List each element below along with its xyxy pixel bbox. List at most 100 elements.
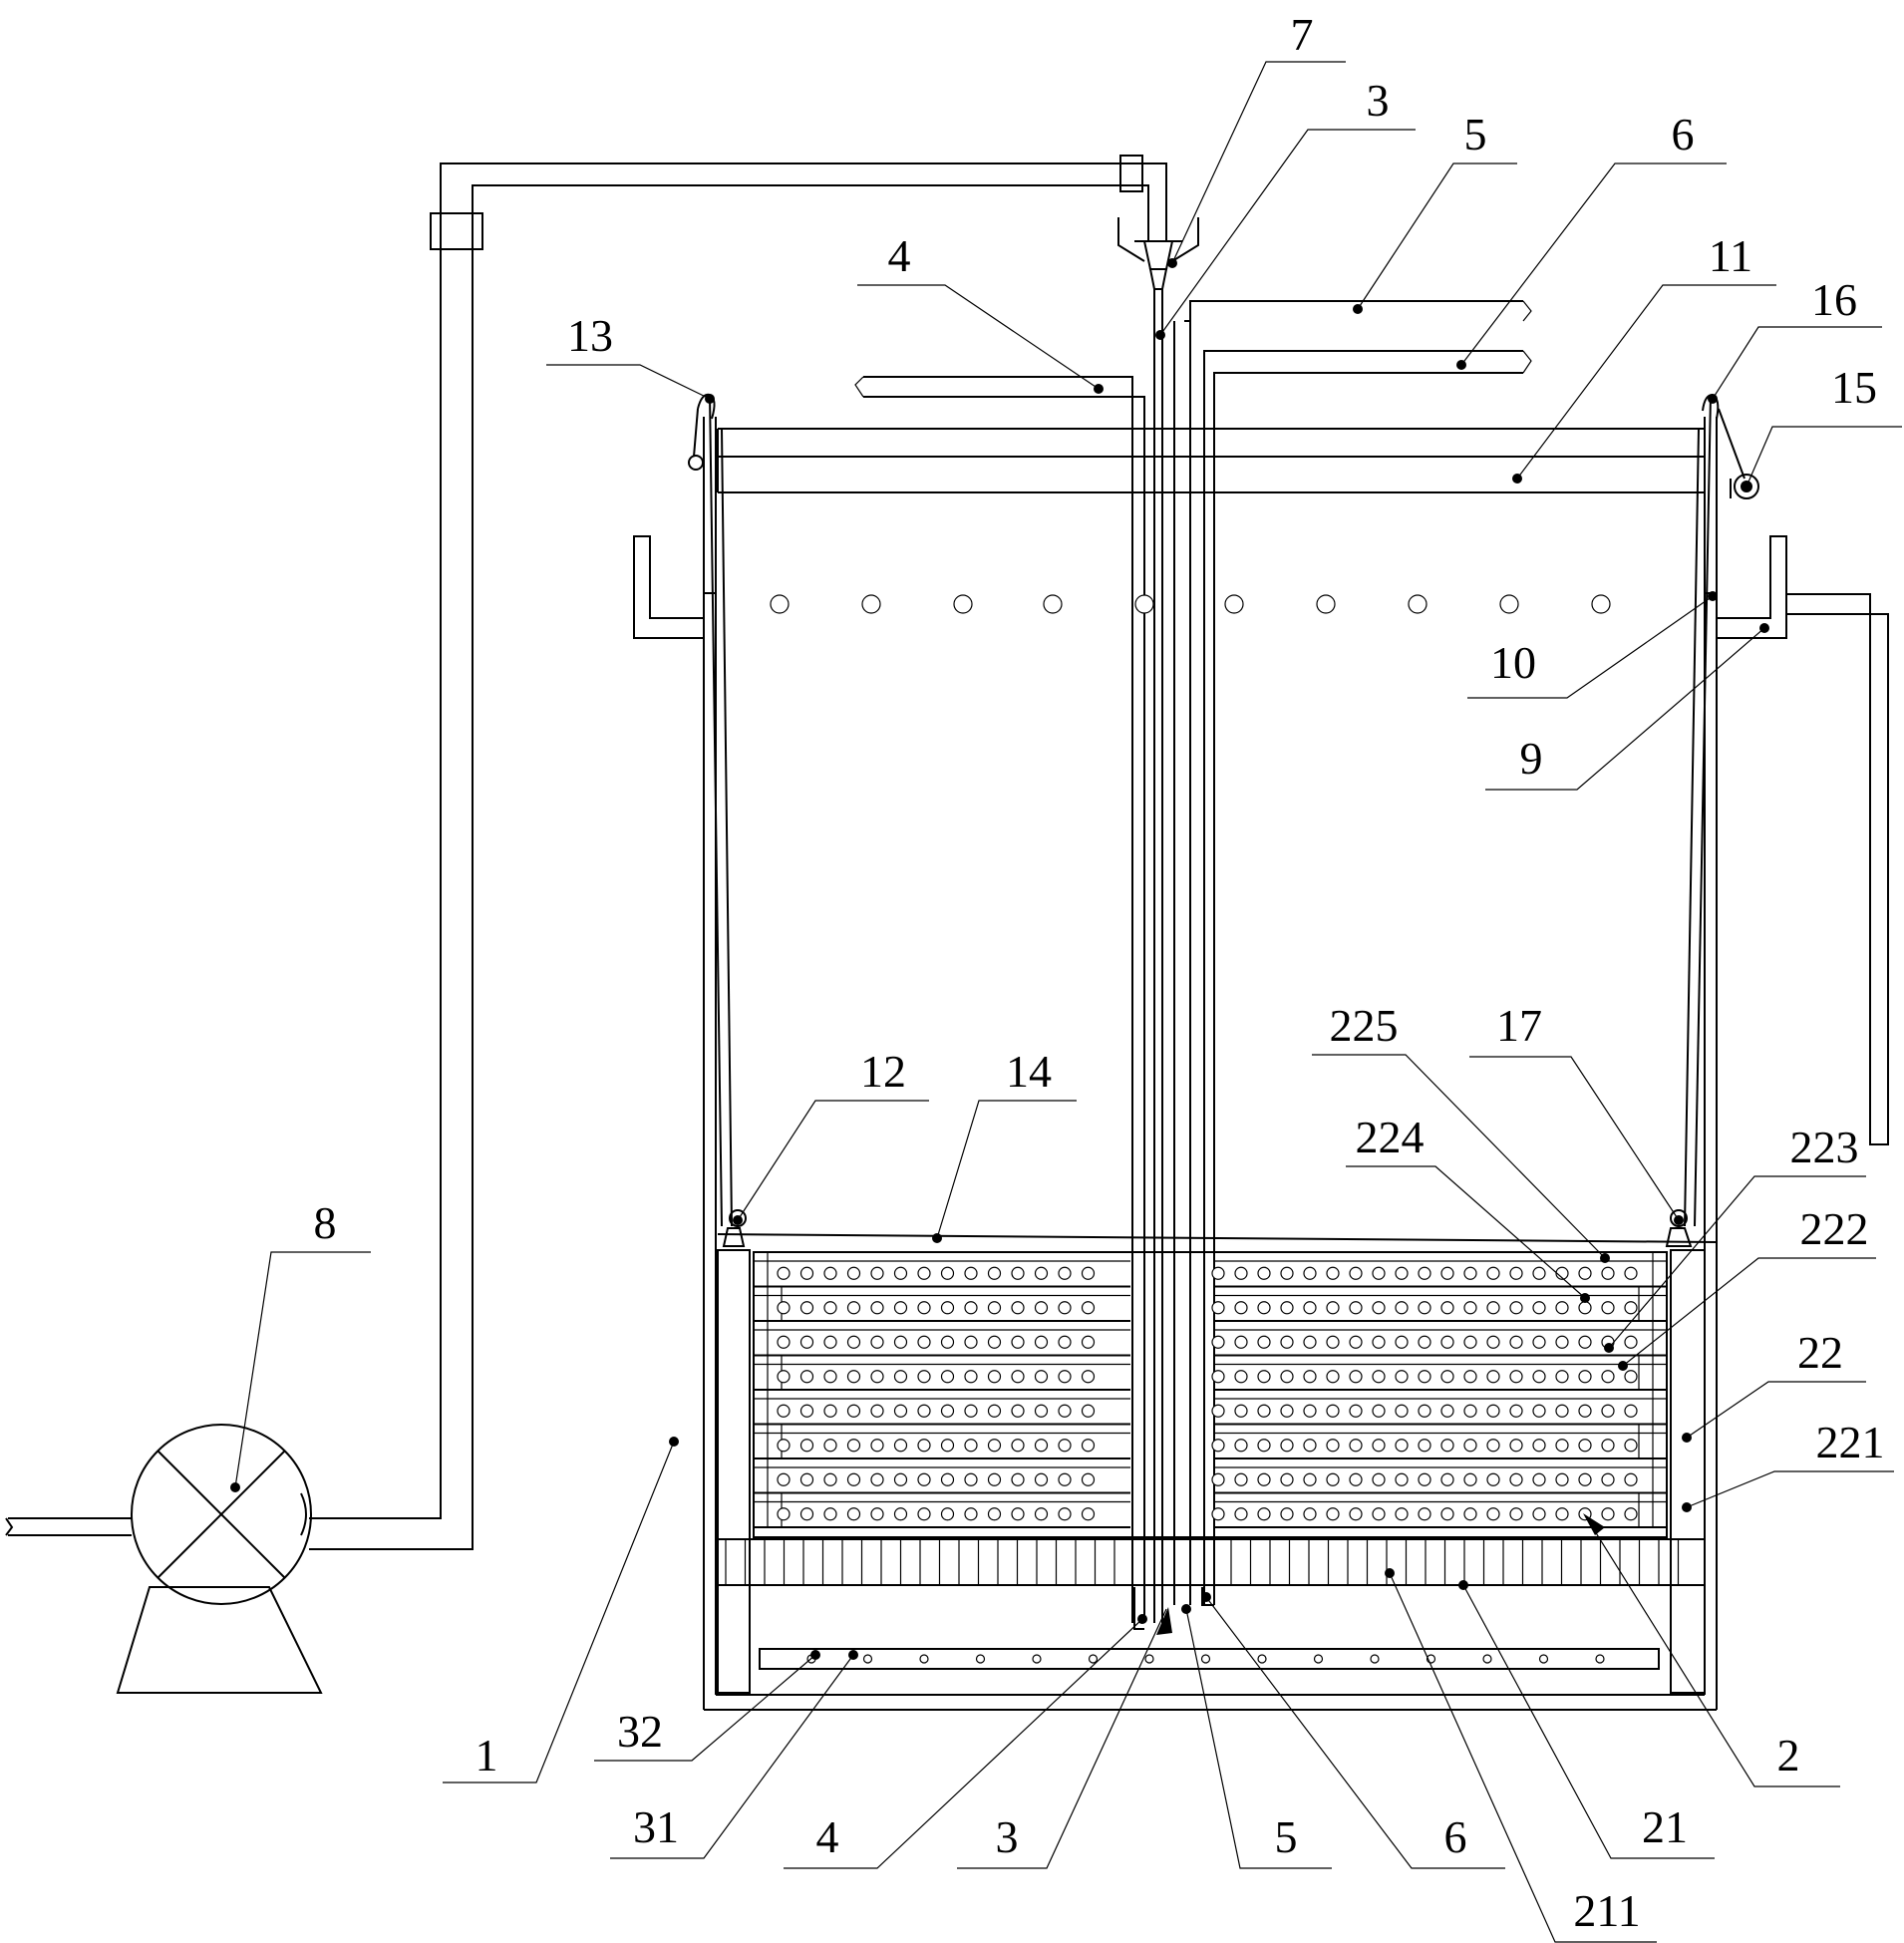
filter-hole xyxy=(799,1507,814,1521)
filter-hole xyxy=(893,1472,908,1486)
filter-hole xyxy=(846,1472,861,1486)
filter-hole xyxy=(1555,1472,1569,1486)
filter-hole xyxy=(1509,1507,1523,1521)
filter-module-2 xyxy=(753,1251,1668,1538)
filter-end-block xyxy=(753,1251,769,1288)
filter-hole xyxy=(917,1507,931,1521)
filter-hole xyxy=(1257,1439,1271,1453)
label-9: 9 xyxy=(1520,733,1543,784)
leader-dot xyxy=(932,1233,942,1243)
label-16: 16 xyxy=(1811,274,1857,325)
filter-hole xyxy=(1372,1472,1386,1486)
part-labels: 7 3 5 6 4 11 16 15 13 10 9 8 12 14 225 1… xyxy=(314,9,1885,1936)
filter-hole xyxy=(1303,1266,1317,1280)
filter-hole xyxy=(1257,1301,1271,1315)
filter-hole xyxy=(940,1439,955,1453)
filter-hole xyxy=(1034,1439,1049,1453)
filter-hole xyxy=(1058,1335,1072,1349)
filter-hole xyxy=(940,1335,955,1349)
pump-inlet-pipe xyxy=(8,1517,132,1536)
filter-hole xyxy=(1463,1404,1477,1418)
filter-hole xyxy=(1349,1301,1363,1315)
filter-hole xyxy=(1486,1370,1500,1384)
filter-hole xyxy=(917,1370,931,1384)
filter-hole xyxy=(823,1507,837,1521)
filter-hole xyxy=(1081,1439,1096,1453)
filter-hole xyxy=(1486,1404,1500,1418)
distributor-7 xyxy=(1117,217,1199,290)
filter-hole xyxy=(823,1472,837,1486)
label-223: 223 xyxy=(1790,1122,1859,1172)
filter-hole xyxy=(1555,1439,1569,1453)
filter-hole xyxy=(964,1404,978,1418)
leader-dot xyxy=(1167,258,1177,268)
filter-hole xyxy=(940,1301,955,1315)
filter-hole xyxy=(893,1507,908,1521)
filter-end-block xyxy=(753,1457,769,1494)
top-rails-11 xyxy=(717,428,1705,493)
leader-dot xyxy=(1580,1293,1590,1303)
filter-hole xyxy=(823,1370,837,1384)
aeration-hole xyxy=(1595,1654,1605,1664)
filter-hole xyxy=(1509,1472,1523,1486)
filter-hole xyxy=(1234,1507,1248,1521)
filter-hole xyxy=(1532,1301,1546,1315)
filter-hole xyxy=(1372,1439,1386,1453)
filter-hole xyxy=(1034,1301,1049,1315)
filter-hole xyxy=(940,1266,955,1280)
filter-hole xyxy=(1555,1370,1569,1384)
filter-hole xyxy=(777,1266,791,1280)
filter-hole xyxy=(1326,1507,1340,1521)
filter-hole xyxy=(964,1335,978,1349)
filter-hole xyxy=(1058,1507,1072,1521)
filter-hole xyxy=(1440,1301,1454,1315)
filter-hole xyxy=(1326,1301,1340,1315)
leader-dot xyxy=(1181,1604,1191,1614)
aeration-hole xyxy=(1370,1654,1380,1664)
filter-hole xyxy=(777,1404,791,1418)
label-31: 31 xyxy=(633,1801,679,1852)
filter-hole xyxy=(1211,1301,1225,1315)
leader-dot xyxy=(1682,1433,1692,1443)
filter-hole xyxy=(1463,1335,1477,1349)
leader-dot xyxy=(810,1650,820,1660)
filter-hole xyxy=(1326,1404,1340,1418)
leader-dot xyxy=(1512,474,1522,484)
filter-hole xyxy=(1463,1370,1477,1384)
label-224: 224 xyxy=(1356,1112,1425,1162)
filter-hole xyxy=(846,1301,861,1315)
filter-hole xyxy=(1601,1439,1615,1453)
filter-hole xyxy=(1011,1301,1025,1315)
filter-hole xyxy=(777,1507,791,1521)
filter-hole xyxy=(1058,1404,1072,1418)
aeration-hole xyxy=(1257,1654,1267,1664)
filter-hole xyxy=(1440,1472,1454,1486)
filter-hole xyxy=(1395,1472,1409,1486)
filter-hole xyxy=(799,1370,814,1384)
leader-dot xyxy=(1456,360,1466,370)
filter-hole xyxy=(823,1301,837,1315)
label-7: 7 xyxy=(1291,9,1314,60)
filter-hole xyxy=(1418,1472,1431,1486)
filter-hole xyxy=(940,1507,955,1521)
filter-hole xyxy=(1234,1266,1248,1280)
label-21: 21 xyxy=(1642,1801,1688,1852)
filter-hole xyxy=(1486,1266,1500,1280)
filter-hole xyxy=(1486,1301,1500,1315)
filter-hole xyxy=(1211,1266,1225,1280)
filter-hole xyxy=(893,1266,908,1280)
filter-hole xyxy=(823,1439,837,1453)
filter-hole xyxy=(1081,1472,1096,1486)
filter-hole xyxy=(1034,1404,1049,1418)
filter-hole xyxy=(987,1472,1002,1486)
filter-hole xyxy=(1395,1404,1409,1418)
filter-hole xyxy=(1418,1439,1431,1453)
center-pipe-6 xyxy=(1203,350,1532,1605)
filter-hole xyxy=(1326,1439,1340,1453)
filter-hole xyxy=(1555,1335,1569,1349)
leader-dot xyxy=(1674,1215,1684,1225)
filter-hole xyxy=(1234,1472,1248,1486)
filter-hole xyxy=(1011,1335,1025,1349)
filter-hole xyxy=(1349,1439,1363,1453)
label-13: 13 xyxy=(567,310,613,361)
